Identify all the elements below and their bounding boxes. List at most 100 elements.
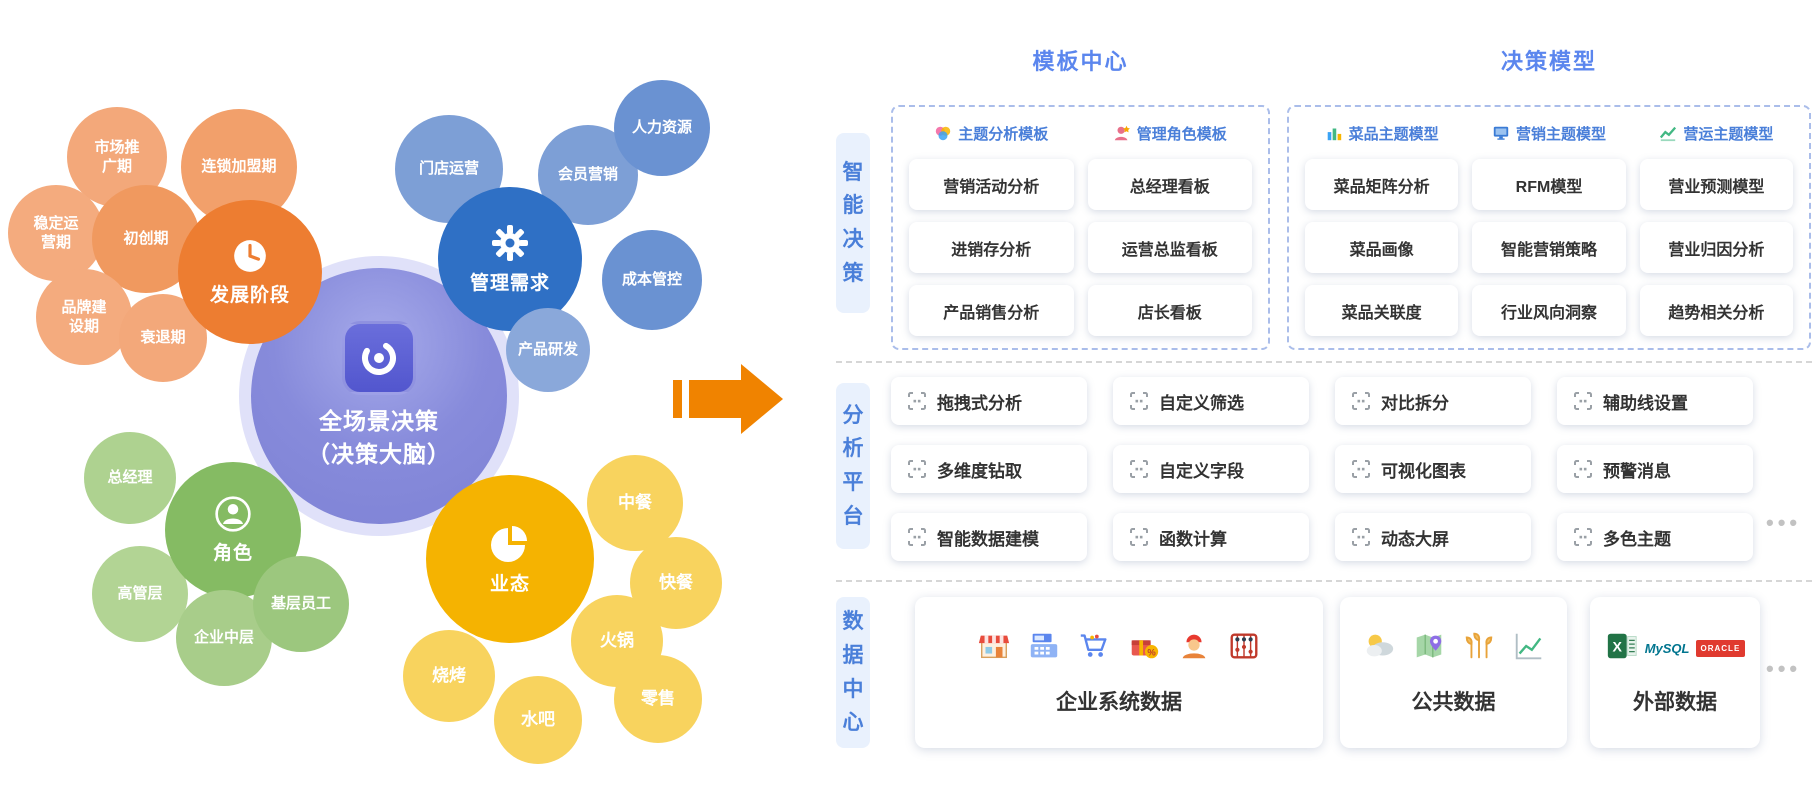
data-card-external: X MySQL ORACLE 外部数据 <box>1590 597 1760 748</box>
abacus-icon <box>1227 629 1261 668</box>
group-subheader-theme-analysis: 主题分析模板 <box>909 119 1074 147</box>
template-item: 进销存分析 <box>909 222 1074 273</box>
platform-feature-label: 函数计算 <box>1159 529 1227 549</box>
cluster-label: 管理需求 <box>469 273 550 294</box>
svg-text:X: X <box>1612 640 1622 656</box>
row-label-data-center: 数据中心 <box>836 597 870 748</box>
group-subheader-dish-model: 菜品主题模型 <box>1305 119 1458 147</box>
platform-feature-label: 对比拆分 <box>1381 393 1449 413</box>
worker-icon <box>1177 629 1211 668</box>
group-subheader-operations-model: 营运主题模型 <box>1640 119 1793 147</box>
public-icons <box>1362 629 1546 668</box>
cluster-label: 发展阶段 <box>209 285 290 306</box>
stage-satellite-bubble: 稳定运营期 <box>8 185 104 281</box>
group-name: 营运主题模型 <box>1683 125 1774 143</box>
decision-brain-app-icon <box>342 320 416 395</box>
map-pin-icon <box>1412 629 1446 668</box>
pie-icon <box>489 522 531 564</box>
cluster-label: 业态 <box>489 574 530 595</box>
bubble-label: 稳定运营期 <box>33 214 79 252</box>
row-label-text: 数据中心 <box>842 610 864 735</box>
platform-feature-label: 多色主题 <box>1603 529 1671 549</box>
mysql-logo: MySQL <box>1644 641 1690 656</box>
template-item: 运营总监看板 <box>1087 222 1252 273</box>
monitor-icon <box>1492 124 1510 142</box>
row-label-text: 分析平台 <box>842 403 864 528</box>
data-card-enterprise: % 企业系统数据 <box>915 597 1323 748</box>
platform-feature: 预警消息 <box>1557 445 1753 493</box>
data-card-label: 企业系统数据 <box>1056 691 1182 714</box>
platform-feature: 辅助线设置 <box>1557 377 1753 425</box>
platform-feature: 智能数据建模 <box>891 513 1087 561</box>
cart-icon <box>1077 629 1111 668</box>
person-star-icon <box>1113 124 1131 142</box>
role-satellite-bubble: 总经理 <box>84 432 176 524</box>
discount-gift-icon: % <box>1127 629 1161 668</box>
model-item: RFM模型 <box>1472 159 1626 210</box>
group-name: 营销主题模型 <box>1515 125 1606 143</box>
business-satellite-bubble: 水吧 <box>494 676 582 764</box>
scan-frame-icon <box>907 527 927 547</box>
platform-feature-label: 动态大屏 <box>1381 529 1449 549</box>
bubble-label: 水吧 <box>521 709 555 729</box>
platform-feature: 自定义筛选 <box>1113 377 1309 425</box>
data-card-public: 公共数据 <box>1340 597 1567 748</box>
cluster-label: 角色 <box>212 543 253 564</box>
model-item: 菜品矩阵分析 <box>1305 159 1459 210</box>
scan-frame-icon <box>1129 459 1149 479</box>
cash-register-icon <box>1027 629 1061 668</box>
template-item: 店长看板 <box>1087 285 1252 336</box>
bubble-label: 中餐 <box>618 492 652 512</box>
template-item: 营销活动分析 <box>909 159 1074 210</box>
platform-feature: 可视化图表 <box>1335 445 1531 493</box>
business-satellite-bubble: 烧烤 <box>403 630 495 722</box>
bubble-label: 门店运营 <box>418 160 479 178</box>
template-item: 总经理看板 <box>1087 159 1252 210</box>
stage-satellite-bubble: 品牌建设期 <box>36 269 132 365</box>
theme-palette-icon <box>934 124 952 142</box>
platform-feature-label: 辅助线设置 <box>1603 393 1688 413</box>
platform-feature-label: 可视化图表 <box>1381 461 1466 481</box>
role-satellite-bubble: 基层员工 <box>253 556 349 652</box>
model-item: 菜品关联度 <box>1305 285 1459 336</box>
model-item: 趋势相关分析 <box>1639 285 1793 336</box>
bubble-label: 成本管控 <box>621 271 682 289</box>
data-card-label: 外部数据 <box>1633 691 1717 714</box>
scan-frame-icon <box>1129 391 1149 411</box>
group-subheader-marketing-model: 营销主题模型 <box>1472 119 1625 147</box>
person-icon <box>214 495 252 533</box>
platform-feature: 拖拽式分析 <box>891 377 1087 425</box>
bubble-label: 快餐 <box>659 572 693 592</box>
bubble-label: 企业中层 <box>193 629 254 647</box>
platform-feature: 多维度钻取 <box>891 445 1087 493</box>
clock-icon <box>231 237 269 275</box>
dragon-logo-icon <box>362 340 396 375</box>
platform-feature-label: 拖拽式分析 <box>937 393 1022 413</box>
row-label-text: 智能决策 <box>842 160 864 285</box>
bubble-label: 市场推广期 <box>94 138 140 176</box>
business-cluster-bubble: 业态 <box>426 475 594 643</box>
enterprise-icons: % <box>977 629 1261 668</box>
scan-frame-icon <box>1129 527 1149 547</box>
bubble-label: 基层员工 <box>270 595 331 613</box>
scan-frame-icon <box>1351 391 1371 411</box>
management-satellite-bubble: 成本管控 <box>602 230 702 330</box>
bubble-label: 烧烤 <box>432 665 466 685</box>
bubble-label: 火锅 <box>600 630 634 650</box>
bars-chart-icon <box>1325 124 1343 142</box>
scan-frame-icon <box>1573 527 1593 547</box>
group-name: 菜品主题模型 <box>1348 125 1439 143</box>
business-satellite-bubble: 中餐 <box>587 455 683 551</box>
excel-icon: X <box>1605 629 1639 668</box>
business-satellite-bubble: 零售 <box>614 655 702 743</box>
group-name: 主题分析模板 <box>958 125 1049 143</box>
more-indicator: ••• <box>1766 510 1802 535</box>
platform-feature: 函数计算 <box>1113 513 1309 561</box>
bubble-label: 衰退期 <box>140 329 186 347</box>
gear-icon <box>490 223 530 263</box>
analysis-platform-grid: 拖拽式分析 自定义筛选 对比拆分 辅助线设置 多维度钻取 自定义字段 <box>891 377 1753 561</box>
bubble-label: 品牌建设期 <box>61 298 107 336</box>
scan-frame-icon <box>1573 391 1593 411</box>
external-icons: X MySQL ORACLE <box>1605 629 1746 668</box>
more-indicator: ••• <box>1766 656 1802 681</box>
